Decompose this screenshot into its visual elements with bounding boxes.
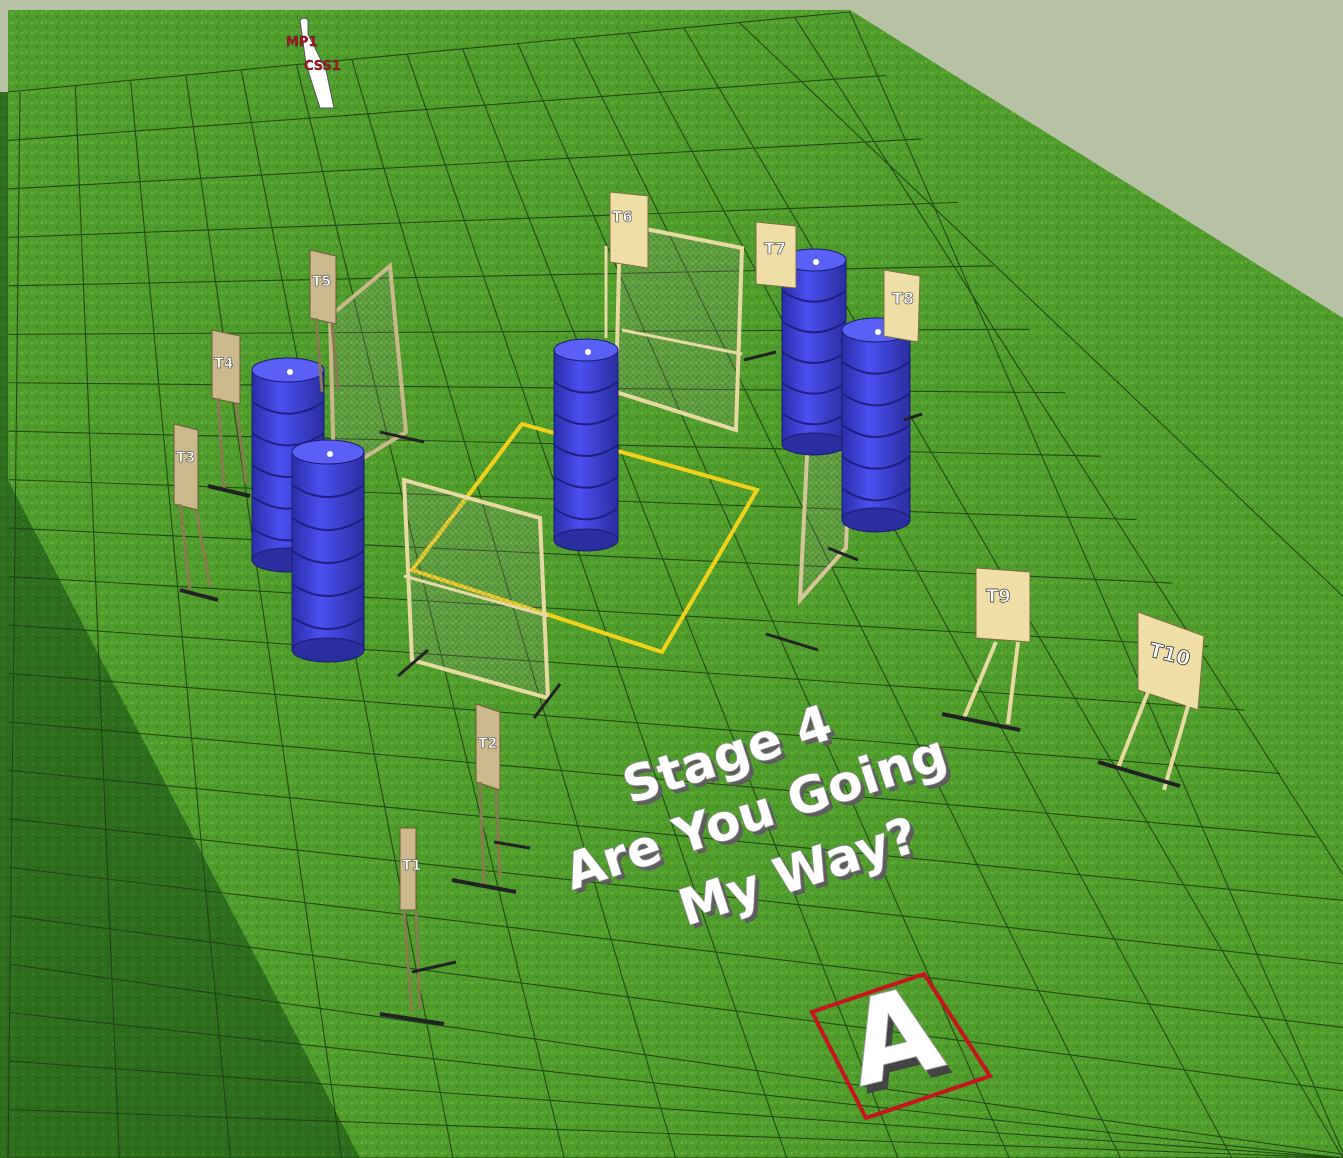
grid-line bbox=[74, 86, 120, 1158]
target-t8: T8 bbox=[883, 269, 923, 422]
css1-label: CSS1 bbox=[304, 59, 341, 74]
grid-line bbox=[572, 38, 1121, 1158]
target-t2: T2 bbox=[451, 703, 531, 894]
grid-line bbox=[9, 769, 1343, 901]
grid-line bbox=[9, 1060, 1343, 1158]
grid-line bbox=[849, 11, 1343, 1154]
grid-line bbox=[8, 201, 958, 238]
target-t5: T5 bbox=[309, 249, 340, 393]
target-t10: T10 bbox=[1097, 611, 1205, 791]
target-t9: T9 bbox=[941, 567, 1031, 732]
grid-line bbox=[9, 915, 1343, 1092]
stage-floor bbox=[8, 10, 1343, 1158]
mp1-css1-prop: MP1 CSS1 bbox=[286, 17, 341, 109]
left-berm bbox=[0, 92, 360, 1158]
target-t7-label: T7 bbox=[764, 239, 786, 258]
target-t4: T4 bbox=[207, 329, 251, 498]
grid-line bbox=[8, 138, 922, 190]
barrel-stack-left-front bbox=[291, 439, 365, 663]
grid-line bbox=[462, 49, 899, 1158]
mesh-wall-back bbox=[604, 221, 745, 433]
grid-line bbox=[9, 866, 1343, 1028]
grid-line bbox=[9, 672, 1281, 775]
barrel-stack-center bbox=[553, 338, 619, 552]
grid-line bbox=[9, 1108, 1343, 1158]
mesh-wall-left bbox=[327, 262, 425, 480]
target-t1: T1 bbox=[379, 827, 457, 1026]
target-t1-label: T1 bbox=[402, 858, 421, 874]
target-t5-label: T5 bbox=[312, 274, 331, 290]
grid-line bbox=[9, 1012, 1343, 1158]
target-t6-label: T6 bbox=[612, 208, 633, 226]
target-t3: T3 bbox=[173, 423, 219, 602]
target-t8-label: T8 bbox=[892, 289, 914, 308]
grid-line bbox=[738, 22, 1343, 597]
target-t9-label: T9 bbox=[986, 586, 1011, 607]
grid-line bbox=[9, 721, 1317, 838]
target-t4-label: T4 bbox=[214, 356, 234, 372]
mesh-wall-front bbox=[397, 477, 562, 719]
grid-line bbox=[628, 33, 1233, 1158]
target-t3-label: T3 bbox=[176, 450, 195, 466]
target-t7: T7 bbox=[743, 221, 797, 362]
barrel-stacks bbox=[251, 248, 911, 663]
barrel-stack-right-front bbox=[841, 317, 911, 533]
grid-line bbox=[8, 74, 886, 142]
grid-line bbox=[185, 75, 343, 1158]
grid-line bbox=[406, 54, 788, 1158]
grid-line bbox=[9, 963, 1343, 1155]
barrel-stack-right-back bbox=[781, 248, 847, 456]
grid-line bbox=[8, 624, 1245, 711]
grid-line bbox=[9, 818, 1343, 965]
grid-line bbox=[130, 81, 232, 1158]
grid-line bbox=[794, 17, 1343, 875]
mp1-label: MP1 bbox=[286, 35, 318, 50]
grid-line bbox=[7, 11, 851, 93]
grid-line bbox=[517, 43, 1010, 1158]
target-t6: T6 bbox=[609, 191, 649, 269]
target-t2-label: T2 bbox=[478, 736, 497, 752]
